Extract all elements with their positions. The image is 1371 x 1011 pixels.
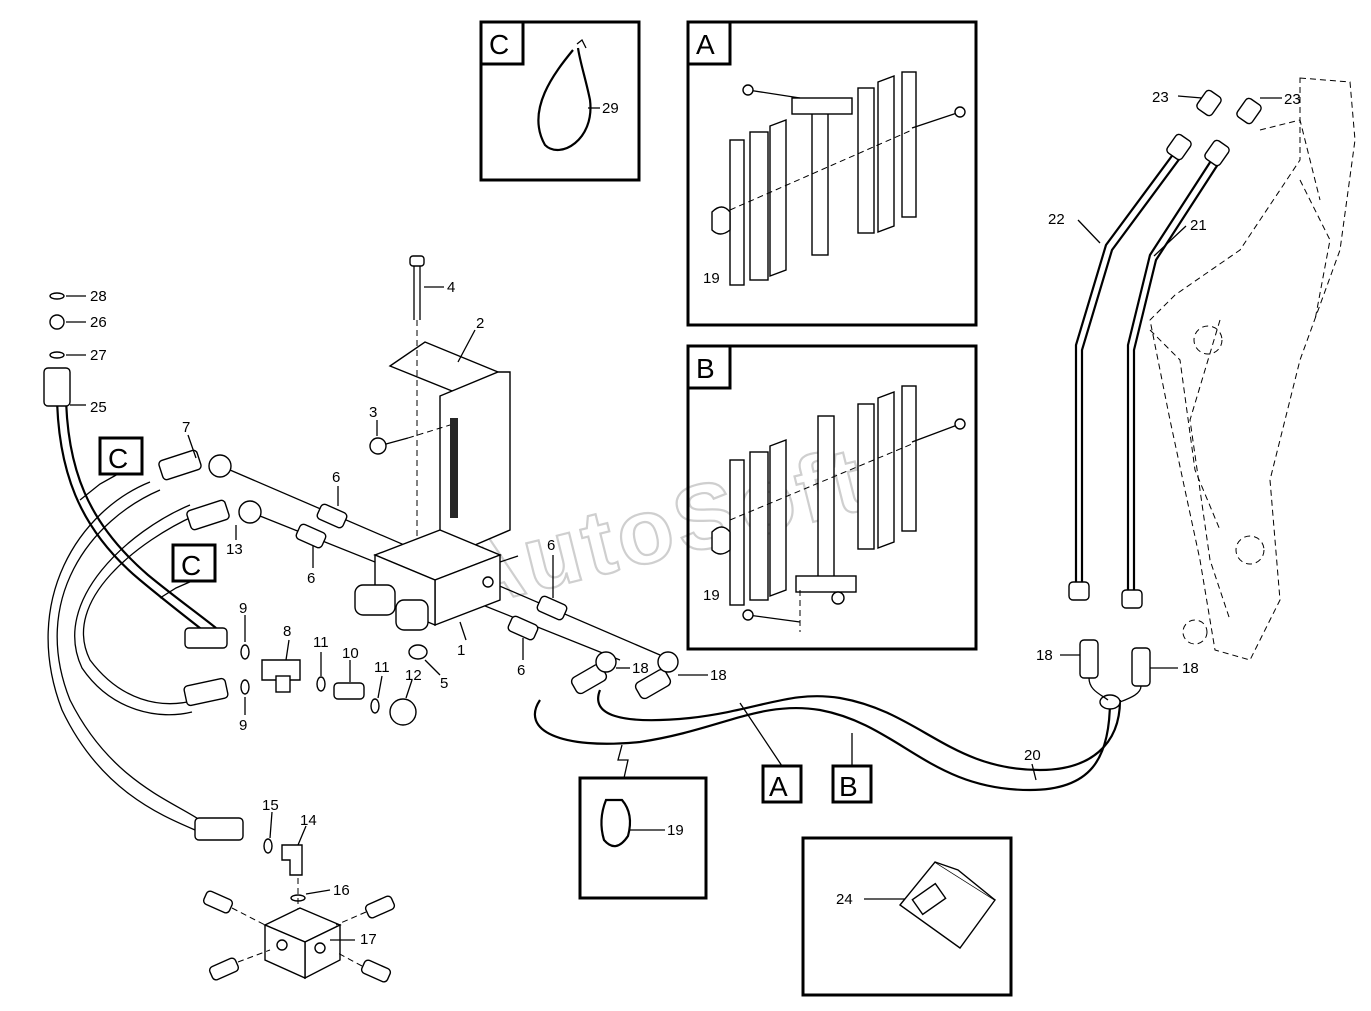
label-7: 7 xyxy=(182,419,190,436)
clip-19-b xyxy=(711,526,731,555)
label-19-b: 19 xyxy=(703,587,720,604)
detail-a-letter: A xyxy=(696,29,715,60)
hose-end-7 xyxy=(158,449,202,481)
plug-5 xyxy=(408,644,428,660)
callout-a: A xyxy=(769,771,788,802)
fitting-6-b xyxy=(295,523,327,549)
fitting-6-a xyxy=(316,503,348,529)
label-11-a: 11 xyxy=(313,634,329,651)
callout-c-left: C xyxy=(108,443,128,474)
label-23-a: 23 xyxy=(1152,89,1169,106)
clip-19-a xyxy=(711,206,731,235)
label-18-c: 18 xyxy=(1036,647,1053,664)
detail-box-b: B 19 xyxy=(686,344,978,651)
label-24: 24 xyxy=(836,891,853,908)
tube-21 xyxy=(1126,149,1219,595)
label-10: 10 xyxy=(342,645,359,662)
cable-tie-part-29 xyxy=(537,47,592,151)
hose-end-9a xyxy=(184,627,228,649)
tee-8 xyxy=(261,659,301,681)
label-1: 1 xyxy=(457,642,465,659)
label-6-b: 6 xyxy=(307,570,315,587)
label-3: 3 xyxy=(369,404,377,421)
fitting-18-c xyxy=(1079,639,1099,679)
label-11-b: 11 xyxy=(374,659,390,676)
o-ring-11-b xyxy=(370,698,380,714)
hose-25 xyxy=(55,379,211,637)
label-6-d: 6 xyxy=(517,662,525,679)
hose-end-15 xyxy=(194,817,244,841)
fitting-26 xyxy=(49,314,65,330)
cap-12 xyxy=(389,698,417,726)
label-8: 8 xyxy=(283,623,291,640)
fitting-23-b xyxy=(1236,97,1262,125)
bolt-3 xyxy=(369,437,387,455)
callout-b: B xyxy=(839,771,858,802)
detail-c-letter: C xyxy=(489,29,509,60)
o-ring-27 xyxy=(49,351,65,359)
label-12: 12 xyxy=(405,667,422,684)
hose-20 xyxy=(533,699,1112,792)
label-14: 14 xyxy=(300,812,317,829)
label-17: 17 xyxy=(360,931,377,948)
fitting-18-a xyxy=(595,651,617,673)
detail-box-switch-24: 24 xyxy=(801,836,1013,997)
o-ring-15 xyxy=(263,838,273,854)
label-18-b: 18 xyxy=(710,667,727,684)
label-9-a: 9 xyxy=(239,600,247,617)
detail-box-clip-19: 19 xyxy=(578,776,708,900)
fitting-6-d xyxy=(507,615,539,641)
label-18-a: 18 xyxy=(632,660,649,677)
tube-22 xyxy=(1074,144,1181,585)
fitting-18-b xyxy=(657,651,679,673)
fitting-6-c xyxy=(536,595,568,621)
label-15: 15 xyxy=(262,797,279,814)
detail-box-a: A 19 xyxy=(686,20,978,327)
label-18-d: 18 xyxy=(1182,660,1199,677)
label-27: 27 xyxy=(90,347,107,364)
detail-b-letter: B xyxy=(696,353,715,384)
label-19-c: 19 xyxy=(667,822,684,839)
label-29: 29 xyxy=(602,100,619,117)
elbow-13 xyxy=(238,500,262,524)
label-13: 13 xyxy=(226,541,243,558)
label-6-a: 6 xyxy=(332,469,340,486)
elbow-14 xyxy=(281,844,303,876)
label-21: 21 xyxy=(1190,217,1207,234)
fitting-18-d xyxy=(1131,647,1151,687)
elbow-7 xyxy=(208,454,232,478)
label-5: 5 xyxy=(440,675,448,692)
detail-c-tag xyxy=(479,20,525,66)
label-9-b: 9 xyxy=(239,717,247,734)
o-ring-9-b xyxy=(240,679,250,695)
label-2: 2 xyxy=(476,315,484,332)
o-ring-9-a xyxy=(240,644,250,660)
bolt-4 xyxy=(409,255,425,267)
adapter-10 xyxy=(333,682,365,700)
label-20: 20 xyxy=(1024,747,1041,764)
fitting-23-a xyxy=(1196,89,1222,117)
label-16: 16 xyxy=(333,882,350,899)
label-19-a: 19 xyxy=(703,270,720,287)
hose-end-25 xyxy=(43,367,71,407)
callout-c-mid: C xyxy=(181,550,201,581)
o-ring-11-a xyxy=(316,676,326,692)
label-4: 4 xyxy=(447,279,455,296)
label-23-b: 23 xyxy=(1284,91,1301,108)
label-22: 22 xyxy=(1048,211,1065,228)
label-28: 28 xyxy=(90,288,107,305)
o-ring-28 xyxy=(49,292,65,300)
label-26: 26 xyxy=(90,314,107,331)
clip-19-c xyxy=(600,798,632,848)
detail-box-c: C 29 xyxy=(479,20,641,182)
label-25: 25 xyxy=(90,399,107,416)
label-6-c: 6 xyxy=(547,537,555,554)
boom-outline xyxy=(1149,77,1356,661)
